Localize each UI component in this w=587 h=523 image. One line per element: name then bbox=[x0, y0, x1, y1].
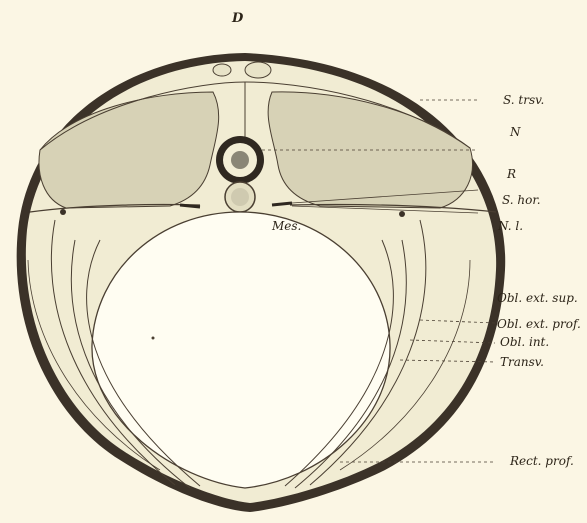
label-d: D bbox=[232, 12, 243, 25]
label-obl-int: Obl. int. bbox=[500, 336, 549, 348]
fin-ray-left bbox=[213, 64, 231, 76]
fin-ray-right bbox=[245, 62, 271, 78]
label-n-l: N. l. bbox=[498, 220, 523, 232]
neural-canal bbox=[231, 151, 249, 169]
label-s-hor: S. hor. bbox=[502, 194, 541, 206]
label-r: R bbox=[507, 168, 516, 180]
label-rect-prof: Rect. prof. bbox=[510, 455, 574, 467]
lateral-nerve-left bbox=[60, 209, 66, 215]
label-mes: Mes. bbox=[272, 220, 301, 232]
label-obl-ext-prof: Obl. ext. prof. bbox=[497, 318, 581, 330]
lateral-nerve-right bbox=[399, 211, 405, 217]
label-transv: Transv. bbox=[500, 356, 544, 368]
mesentery-right-mark bbox=[272, 203, 292, 205]
label-s-trsv: S. trsv. bbox=[503, 94, 544, 106]
notochord-core bbox=[231, 188, 249, 206]
mesentery-left-mark bbox=[180, 205, 200, 207]
cavity-dot bbox=[152, 337, 155, 340]
label-n: N bbox=[510, 126, 521, 138]
label-obl-ext-sup: Obl. ext. sup. bbox=[497, 292, 578, 304]
